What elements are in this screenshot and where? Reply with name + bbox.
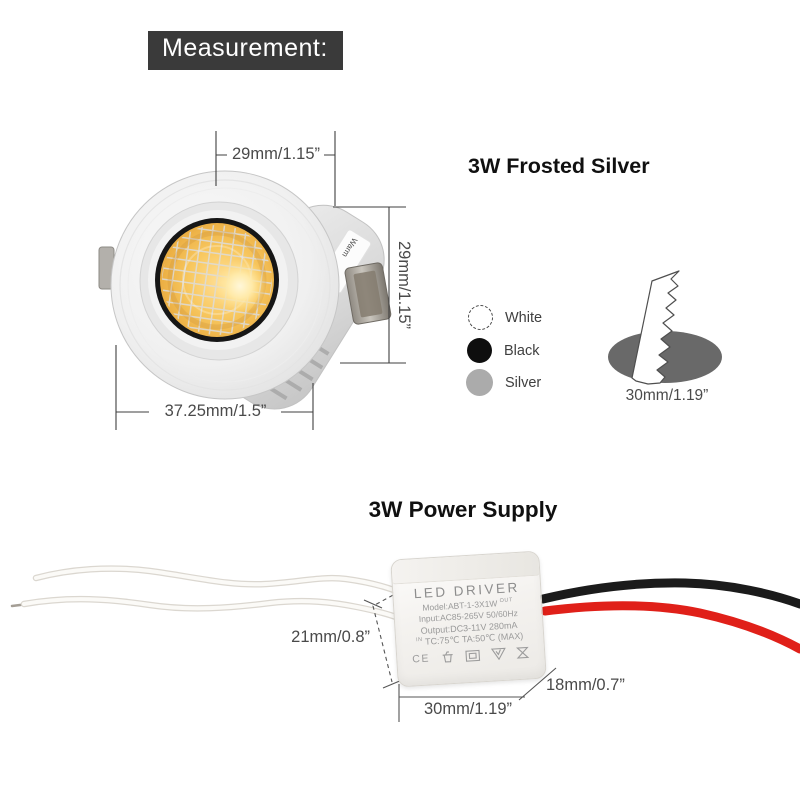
dimension-leader-top bbox=[215, 131, 336, 206]
saw-blade bbox=[631, 270, 680, 385]
power-supply-wires bbox=[10, 565, 800, 654]
ceiling-cutout-diagram bbox=[608, 270, 722, 385]
driver-label-text: LED DRIVER Model:ABT-1-3X1W OUT Input:AC… bbox=[393, 576, 545, 667]
driver-out-port-label: OUT bbox=[499, 596, 513, 604]
page-title: Measurement: bbox=[148, 31, 343, 70]
product-heading: 3W Frosted Silver bbox=[468, 154, 650, 178]
ce-mark: CE bbox=[411, 651, 431, 665]
dimension-top-label: 29mm/1.15” bbox=[231, 145, 321, 163]
dimension-right-label: 29mm/1.15” bbox=[395, 240, 413, 330]
dimension-leader-bottom bbox=[115, 345, 314, 430]
hourglass-icon bbox=[515, 646, 530, 659]
led-glow-core bbox=[213, 259, 267, 313]
led-driver-unit: LED DRIVER Model:ABT-1-3X1W OUT Input:AC… bbox=[390, 550, 547, 688]
silver-swatch-icon bbox=[466, 369, 493, 396]
finish-label: Black bbox=[504, 342, 540, 359]
downlight-dimension-lines bbox=[115, 131, 406, 430]
output-wire-red bbox=[540, 601, 800, 654]
ceiling-cutout-hole bbox=[608, 331, 722, 383]
finish-label: White bbox=[505, 309, 543, 326]
power-supply-heading: 3W Power Supply bbox=[368, 497, 558, 522]
driver-depth-label: 18mm/0.7” bbox=[546, 676, 625, 694]
driver-height-label: 21mm/0.8” bbox=[291, 628, 370, 646]
certification-icons: CE bbox=[403, 645, 539, 666]
class-ii-icon bbox=[465, 649, 481, 662]
downlight-photo: Warm bbox=[98, 170, 392, 410]
dimension-bottom-label: 37.25mm/1.5” bbox=[164, 402, 267, 420]
input-wire-bottom bbox=[22, 597, 414, 626]
black-swatch-icon bbox=[467, 338, 492, 363]
dimension-line-right bbox=[333, 206, 406, 364]
finish-option-black: Black bbox=[467, 338, 539, 363]
dimension-line-width bbox=[398, 684, 525, 722]
dimension-line-height bbox=[372, 587, 407, 683]
finish-label: Silver bbox=[505, 374, 542, 391]
finish-option-white: White bbox=[468, 305, 542, 330]
input-wire-bottom-outline bbox=[20, 595, 416, 628]
cutout-size-label: 30mm/1.19” bbox=[625, 387, 709, 404]
finish-option-silver: Silver bbox=[466, 369, 541, 396]
output-wire-black bbox=[538, 578, 800, 609]
input-wire-top bbox=[34, 566, 418, 603]
dimension-line-depth bbox=[518, 667, 557, 701]
driver-width-label: 30mm/1.19” bbox=[423, 700, 513, 718]
triangle-v-icon bbox=[490, 647, 506, 661]
led-cob bbox=[155, 218, 279, 342]
driver-in-port-label: IN bbox=[415, 636, 423, 644]
spring-clip-right bbox=[344, 262, 392, 325]
wheelie-bin-icon bbox=[442, 651, 453, 663]
white-swatch-icon bbox=[468, 305, 493, 330]
